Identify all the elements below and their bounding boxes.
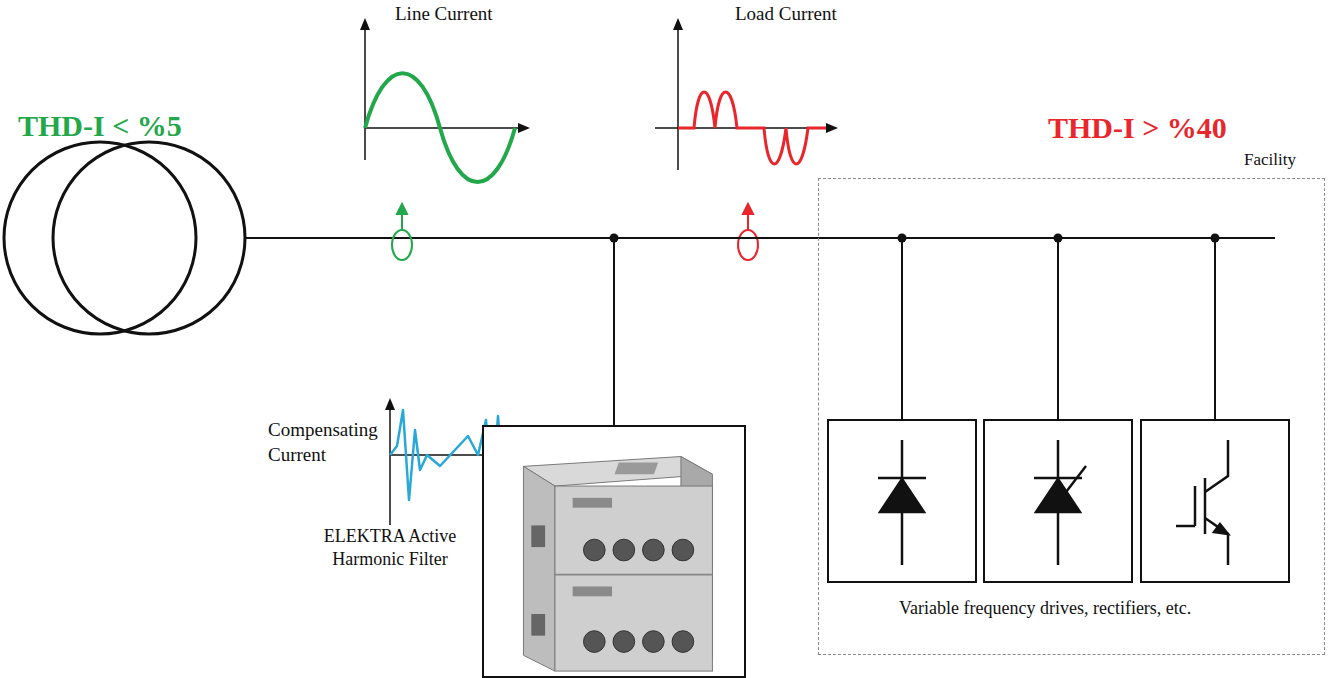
plot-title: Line Current [395, 2, 493, 27]
load-current-sensor [738, 204, 758, 260]
distortion-value: THD-I > %40 [1048, 108, 1227, 147]
load-feeders [902, 238, 1215, 420]
load-current-plot [655, 18, 838, 170]
facility-region: FacilityVariable frequency drives, recti… [818, 178, 1325, 655]
igbt-symbol [1176, 440, 1228, 565]
filter-cabinet-picture [484, 427, 744, 676]
plot-title: Load Current [735, 2, 837, 27]
load-description: Variable frequency drives, rectifiers, e… [899, 597, 1191, 620]
load-boxes [828, 420, 1289, 582]
line-current-sensor [392, 204, 412, 260]
region-heading: Facility [1244, 149, 1296, 171]
filter-box: ELEKTRA Active Harmonic Filter [482, 425, 746, 678]
thyristor-symbol [1034, 440, 1086, 565]
diode-symbol [878, 440, 926, 565]
device-name: ELEKTRA Active Harmonic Filter [312, 525, 468, 572]
transformer-symbol [4, 142, 245, 334]
line-current-plot [360, 18, 530, 182]
distortion-value: THD-I < %5 [18, 106, 182, 145]
feeder-line [614, 238, 818, 425]
plot-title: Compensating Current [268, 418, 380, 467]
